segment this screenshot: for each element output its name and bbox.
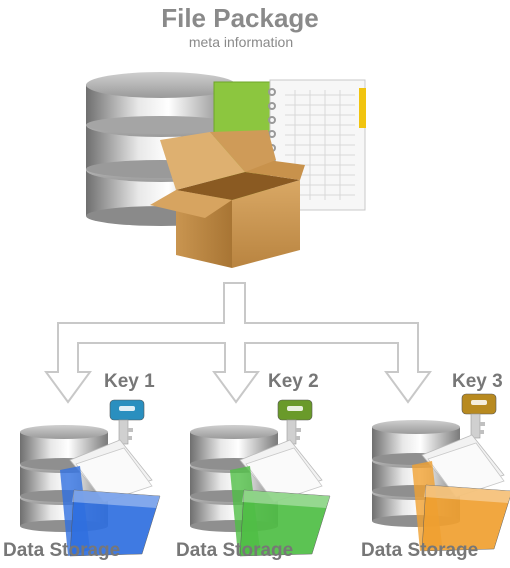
page-subtitle: meta information <box>188 34 294 50</box>
key-3-label: Key 3 <box>452 371 503 392</box>
storage-2-icon <box>190 425 331 557</box>
key-2-label: Key 2 <box>268 371 319 392</box>
storage-3-label: Data Storage <box>361 540 479 561</box>
folder-icon <box>412 434 510 552</box>
key-2-icon <box>277 399 313 445</box>
storage-1-label: Data Storage <box>3 540 121 561</box>
folder-icon <box>230 439 331 557</box>
key-3-icon <box>461 393 497 439</box>
storage-2-label: Data Storage <box>176 540 294 561</box>
branching-arrow-icon <box>44 282 432 404</box>
storage-3-icon <box>372 420 510 552</box>
key-1-icon <box>109 399 145 445</box>
open-box-icon <box>150 130 305 268</box>
key-1-label: Key 1 <box>104 371 155 392</box>
storage-1-icon <box>20 425 161 557</box>
page-title: File Package <box>161 3 319 33</box>
folder-icon <box>60 439 161 557</box>
